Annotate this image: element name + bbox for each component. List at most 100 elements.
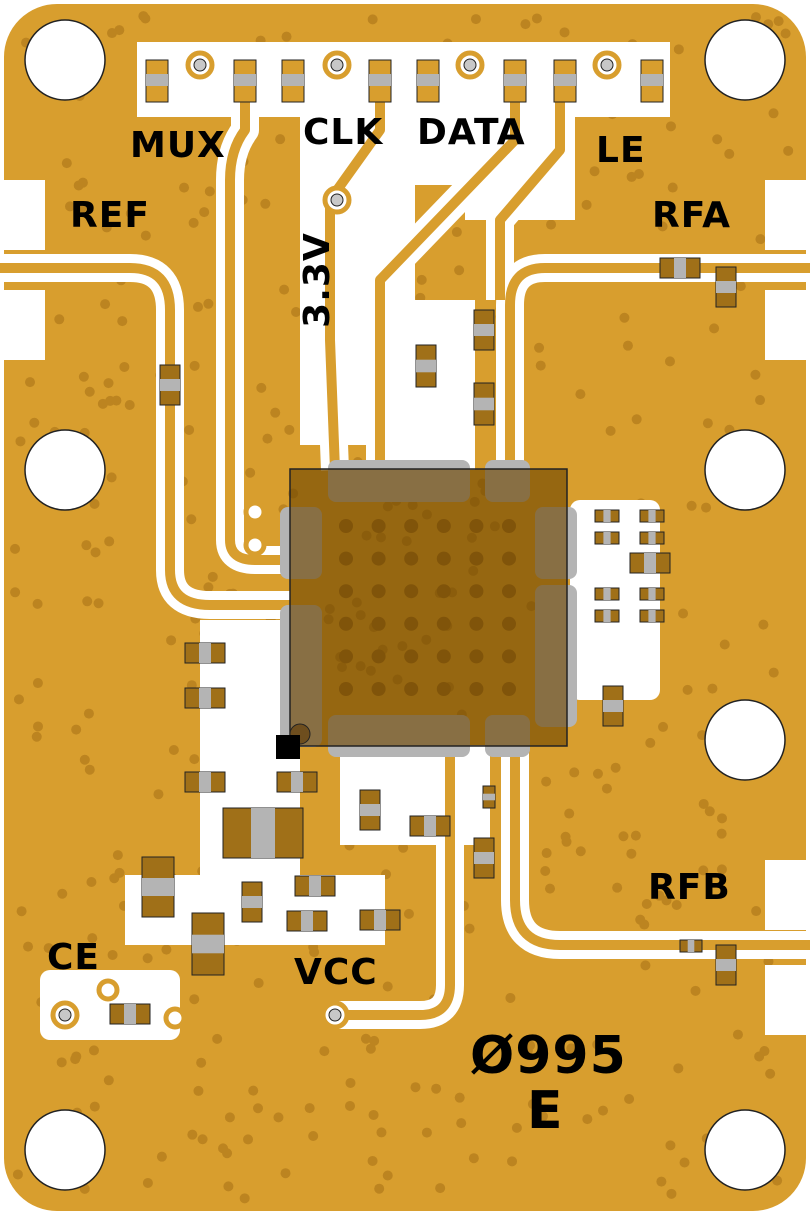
via [65,201,76,212]
thermal-via [371,616,386,631]
via [451,227,462,238]
via [84,764,95,775]
via [667,182,678,193]
via [32,598,43,609]
via [304,1103,315,1114]
via [732,1029,743,1040]
via [656,1176,667,1187]
via [665,1140,676,1151]
thermal-via [371,551,386,566]
via [765,1068,776,1079]
thermal-via [339,616,353,631]
via [57,888,68,899]
via [365,1043,376,1054]
via [360,1033,371,1044]
connector-pads [145,59,664,103]
via [410,1082,421,1093]
via [544,883,555,894]
via [454,1092,465,1103]
via [76,203,87,214]
via [104,536,115,547]
via [179,182,190,193]
via [755,234,766,245]
via [520,19,531,30]
via [582,1114,593,1125]
via [735,281,746,292]
thermal-via [469,551,484,566]
via [531,13,542,24]
via [83,708,94,719]
via [707,683,718,694]
label-rfa: RFA [652,195,732,236]
via [435,1183,446,1194]
thermal-via [404,649,419,664]
via [188,217,199,228]
via [589,166,600,177]
via [253,1103,264,1114]
mounting-hole [24,19,106,101]
via [783,145,794,156]
via [103,1075,114,1086]
via [189,754,200,765]
via [464,923,475,934]
thermal-via [469,616,484,631]
via [712,134,723,145]
thermal-via [339,551,353,566]
thermal-via [436,682,451,696]
via [140,230,151,241]
via [535,360,546,371]
via [90,547,101,558]
via [253,978,264,989]
via [618,831,629,842]
thermal-via [502,551,516,566]
via [610,762,621,773]
via [281,31,292,42]
mounting-hole [704,429,786,511]
via [592,1039,603,1050]
via [682,684,693,695]
via [690,985,701,996]
via [421,1127,432,1138]
via [537,1111,548,1122]
thermal-via [436,551,451,566]
via [698,865,709,876]
via [86,877,97,888]
via-pad [243,533,267,557]
via [541,776,552,787]
via [114,867,125,878]
label-revision: E [527,1081,564,1141]
via [16,906,27,917]
thermal-via [371,519,386,533]
via [664,356,675,367]
via [704,806,715,817]
via [197,1134,208,1145]
via [81,540,92,551]
thermal-via [339,584,353,599]
via [153,789,164,800]
via [470,14,481,25]
via [716,813,727,824]
label-mux: MUX [130,125,226,166]
via [186,514,197,525]
via [56,1057,67,1068]
via [142,1177,153,1188]
thermal-via [404,584,419,599]
via [189,994,200,1005]
via [32,678,43,689]
via [100,299,111,310]
via [750,12,761,23]
via [117,316,128,327]
via [84,386,95,397]
via [193,1085,204,1096]
thermal-via [502,649,516,664]
via [101,222,112,233]
via [79,754,90,765]
via [780,28,791,39]
via [630,830,641,841]
via [345,1100,356,1111]
via [70,1054,81,1065]
via [601,783,612,794]
via [82,596,93,607]
via [702,418,713,429]
via [142,953,153,964]
